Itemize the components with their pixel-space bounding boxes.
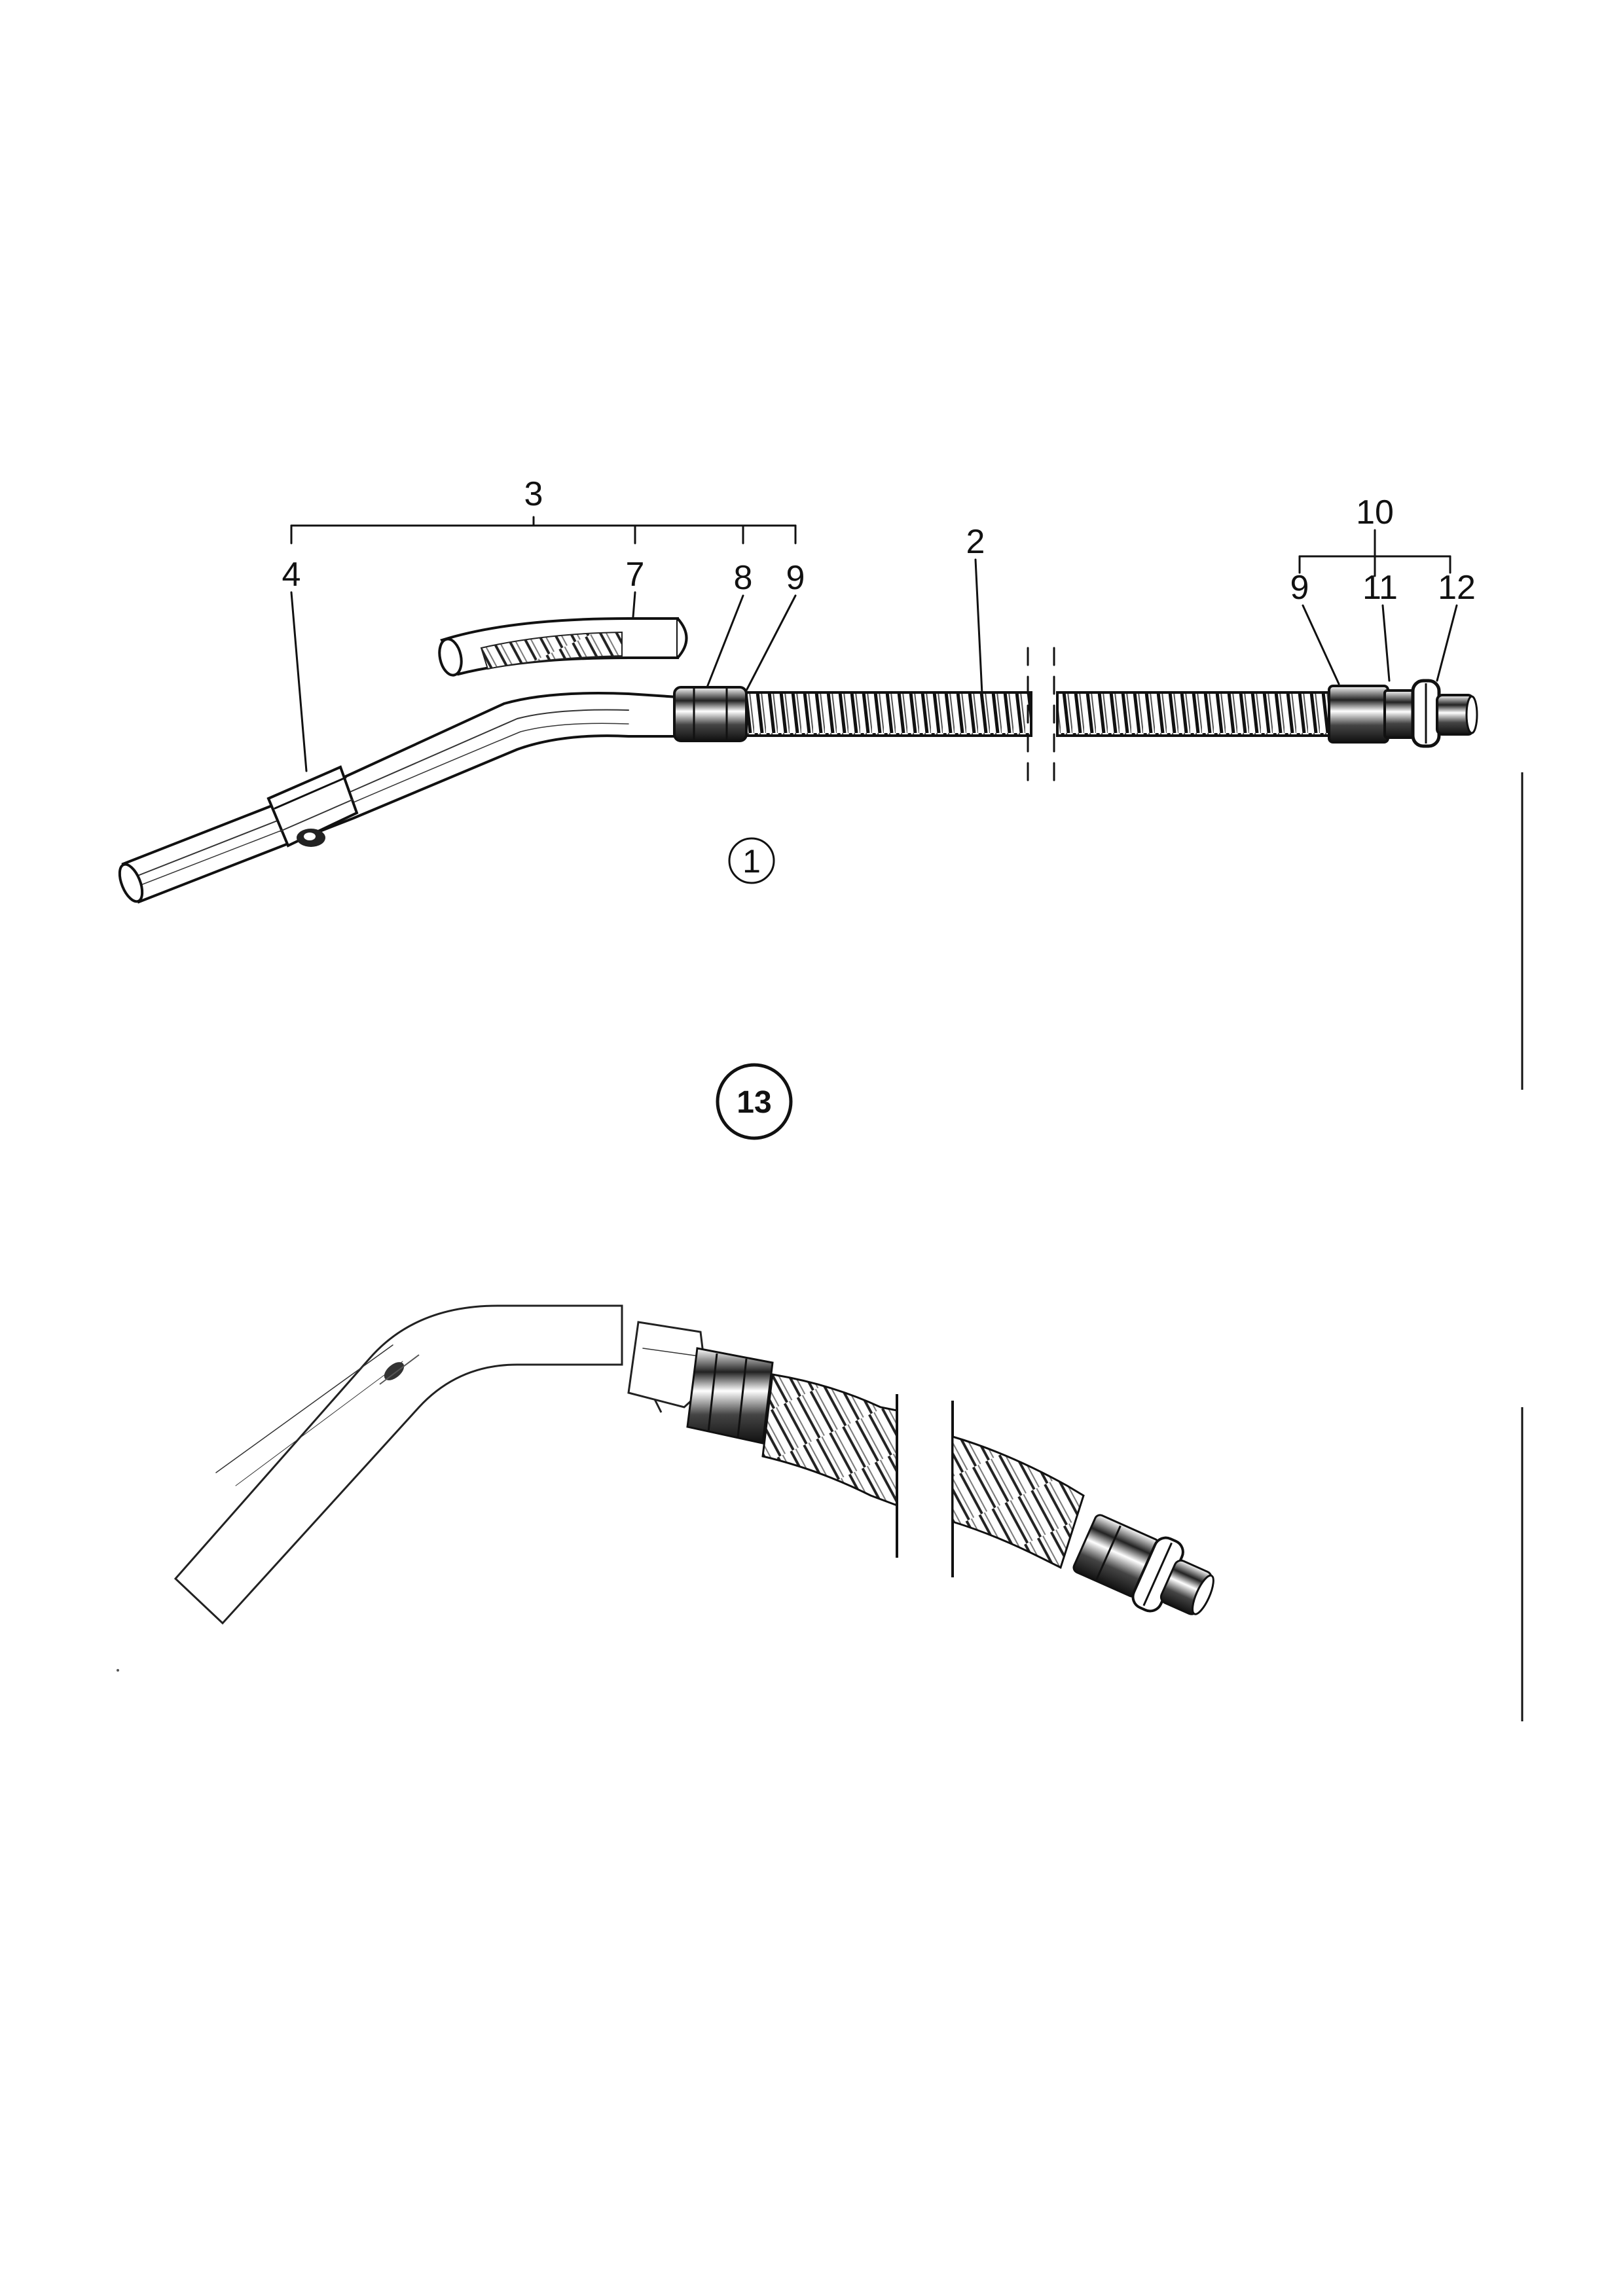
corrugated-hose-right — [1056, 691, 1334, 737]
callout-8: 8 — [734, 559, 753, 597]
hose-collar — [686, 1347, 774, 1444]
end-coupling-part-10 — [1328, 679, 1478, 748]
callout-3-bracket — [290, 516, 797, 545]
leader-lines — [290, 558, 1458, 772]
stray-dot — [117, 1669, 119, 1672]
corrugated-hose-left — [745, 691, 1032, 737]
section-marker-badge: 13 — [716, 1063, 793, 1140]
curved-elbow-part-7 — [438, 617, 688, 677]
callout-11: 11 — [1362, 569, 1398, 607]
callout-10-bracket — [1298, 529, 1451, 577]
hose-assembly-variant — [117, 1304, 1214, 1672]
bent-tube — [173, 1304, 623, 1625]
callout-7: 7 — [626, 556, 645, 594]
figure-number-badge: 1 — [728, 837, 775, 884]
figure-number: 1 — [742, 843, 761, 880]
callout-12: 12 — [1438, 569, 1476, 607]
hose-assembly-figure-1: 3 4 7 8 9 2 10 9 11 12 1 — [118, 475, 1478, 904]
slide-valve-part-4 — [266, 765, 359, 848]
callout-10: 10 — [1356, 493, 1394, 531]
hose-break-marks — [1027, 647, 1055, 783]
callout-4: 4 — [282, 556, 301, 594]
end-coupling-variant — [1072, 1514, 1214, 1615]
hose-cuff-part-8 — [673, 686, 748, 742]
callout-9: 9 — [786, 559, 805, 597]
handle-tube — [118, 692, 679, 904]
corrugated-hose-variant-left — [761, 1373, 898, 1507]
callout-9: 9 — [1290, 569, 1309, 607]
corrugated-hose-variant-right — [951, 1435, 1085, 1570]
section-marker: 13 — [737, 1085, 771, 1120]
callout-3: 3 — [524, 475, 543, 513]
callout-2: 2 — [966, 523, 985, 561]
